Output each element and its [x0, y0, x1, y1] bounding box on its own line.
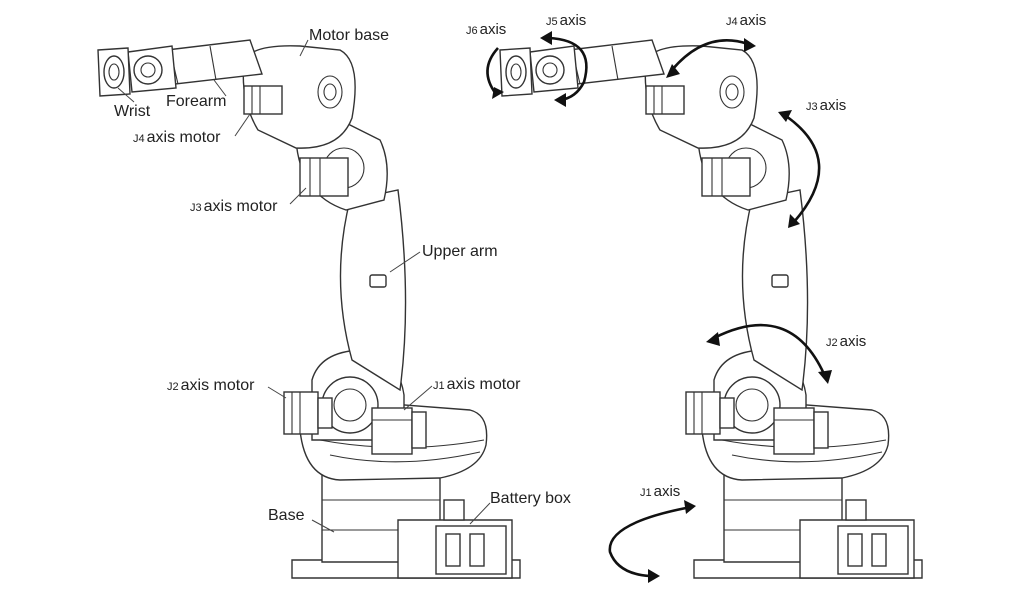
j5-rotation-arrow — [547, 36, 588, 102]
label-upper-arm: Upper arm — [422, 243, 498, 260]
j1-rotation-arrow — [608, 506, 687, 578]
label-motor-base: Motor base — [309, 27, 389, 44]
label-base: Base — [268, 507, 305, 524]
j2-rotation-arrow — [713, 323, 826, 375]
label-battery-box: Battery box — [490, 490, 571, 507]
j3-rotation-arrow — [785, 114, 821, 223]
j4-rotation-arrow — [671, 39, 749, 71]
j6-rotation-arrow — [486, 47, 499, 95]
label-wrist: Wrist — [114, 103, 151, 120]
label-forearm: Forearm — [166, 93, 226, 110]
left-robot — [97, 39, 521, 579]
